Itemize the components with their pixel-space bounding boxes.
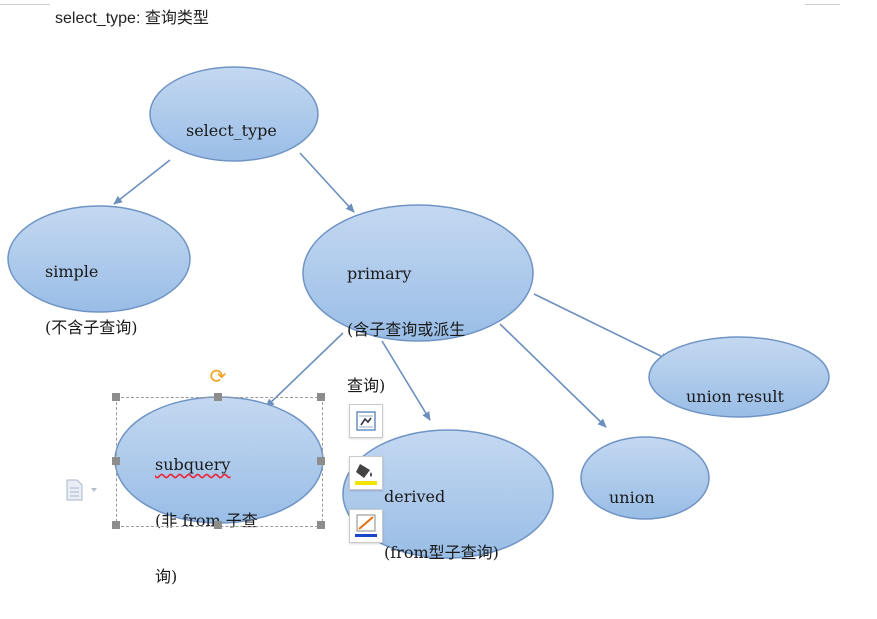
edge-primary-to-subquery — [265, 332, 344, 408]
primary-line3: 查询) — [347, 376, 386, 395]
heading-label: select_type: — [55, 10, 141, 27]
node-simple-label: simple (不含子查询) — [45, 230, 138, 370]
edge-select-type-to-primary — [299, 152, 355, 213]
primary-line1: primary — [347, 264, 412, 283]
select-type-text: select_type — [186, 121, 277, 140]
resize-handle-n[interactable] — [214, 393, 222, 401]
diagram-canvas — [7, 66, 830, 559]
resize-handle-ne[interactable] — [317, 393, 325, 401]
simple-line1: simple — [45, 262, 99, 281]
union-result-text: union result — [686, 387, 784, 406]
node-union-result-label: union result — [686, 355, 784, 411]
heading: select_type: 查询类型 — [55, 4, 209, 28]
fill-color-button[interactable] — [349, 456, 383, 490]
subquery-line2: (非 from 子查 — [155, 511, 258, 530]
resize-handle-nw[interactable] — [112, 393, 120, 401]
paste-options-button[interactable] — [65, 479, 105, 505]
derived-line2: (from型子查询) — [384, 543, 499, 562]
rotate-handle-icon[interactable]: ⟳ — [209, 364, 227, 388]
outline-color-button[interactable] — [349, 509, 383, 543]
node-union-label: union — [609, 456, 655, 512]
layout-options-icon — [356, 411, 376, 431]
node-union[interactable] — [580, 436, 710, 520]
heading-value: 查询类型 — [144, 10, 209, 27]
node-union-result[interactable] — [648, 336, 830, 418]
node-primary[interactable] — [302, 204, 534, 342]
simple-line2: (不含子查询) — [45, 318, 138, 337]
edge-primary-to-derived — [381, 340, 431, 421]
selection-frame — [116, 397, 323, 527]
node-primary-label: primary (含子查询或派生 查询) — [347, 232, 465, 428]
node-select-type[interactable] — [149, 66, 319, 162]
resize-handle-se[interactable] — [317, 521, 325, 529]
union-text: union — [609, 488, 655, 507]
node-select-type-label: select_type — [186, 89, 277, 145]
edge-primary-to-union — [499, 323, 607, 428]
subquery-line3: 询) — [155, 567, 178, 586]
edge-primary-to-union-result — [533, 293, 670, 361]
resize-handle-e[interactable] — [317, 457, 325, 465]
node-subquery-label: subquery (非 from 子查 询) — [155, 423, 258, 619]
layout-options-button[interactable] — [349, 404, 383, 438]
page-edge-left — [0, 0, 50, 5]
primary-line2: (含子查询或派生 — [347, 320, 466, 339]
derived-line1: derived — [384, 487, 446, 506]
subquery-line1: subquery — [155, 455, 231, 474]
node-simple[interactable] — [7, 205, 191, 313]
resize-handle-s[interactable] — [214, 521, 222, 529]
fill-bucket-icon — [355, 464, 377, 485]
node-derived-label: derived (from型子查询) — [384, 455, 499, 595]
resize-handle-sw[interactable] — [112, 521, 120, 529]
outline-pen-icon — [355, 514, 377, 537]
edge-select-type-to-simple — [113, 159, 171, 205]
node-derived[interactable] — [342, 429, 554, 559]
page-edge-right — [805, 0, 840, 5]
document-icon — [66, 479, 97, 501]
chevron-down-icon — [91, 488, 97, 492]
resize-handle-w[interactable] — [112, 457, 120, 465]
